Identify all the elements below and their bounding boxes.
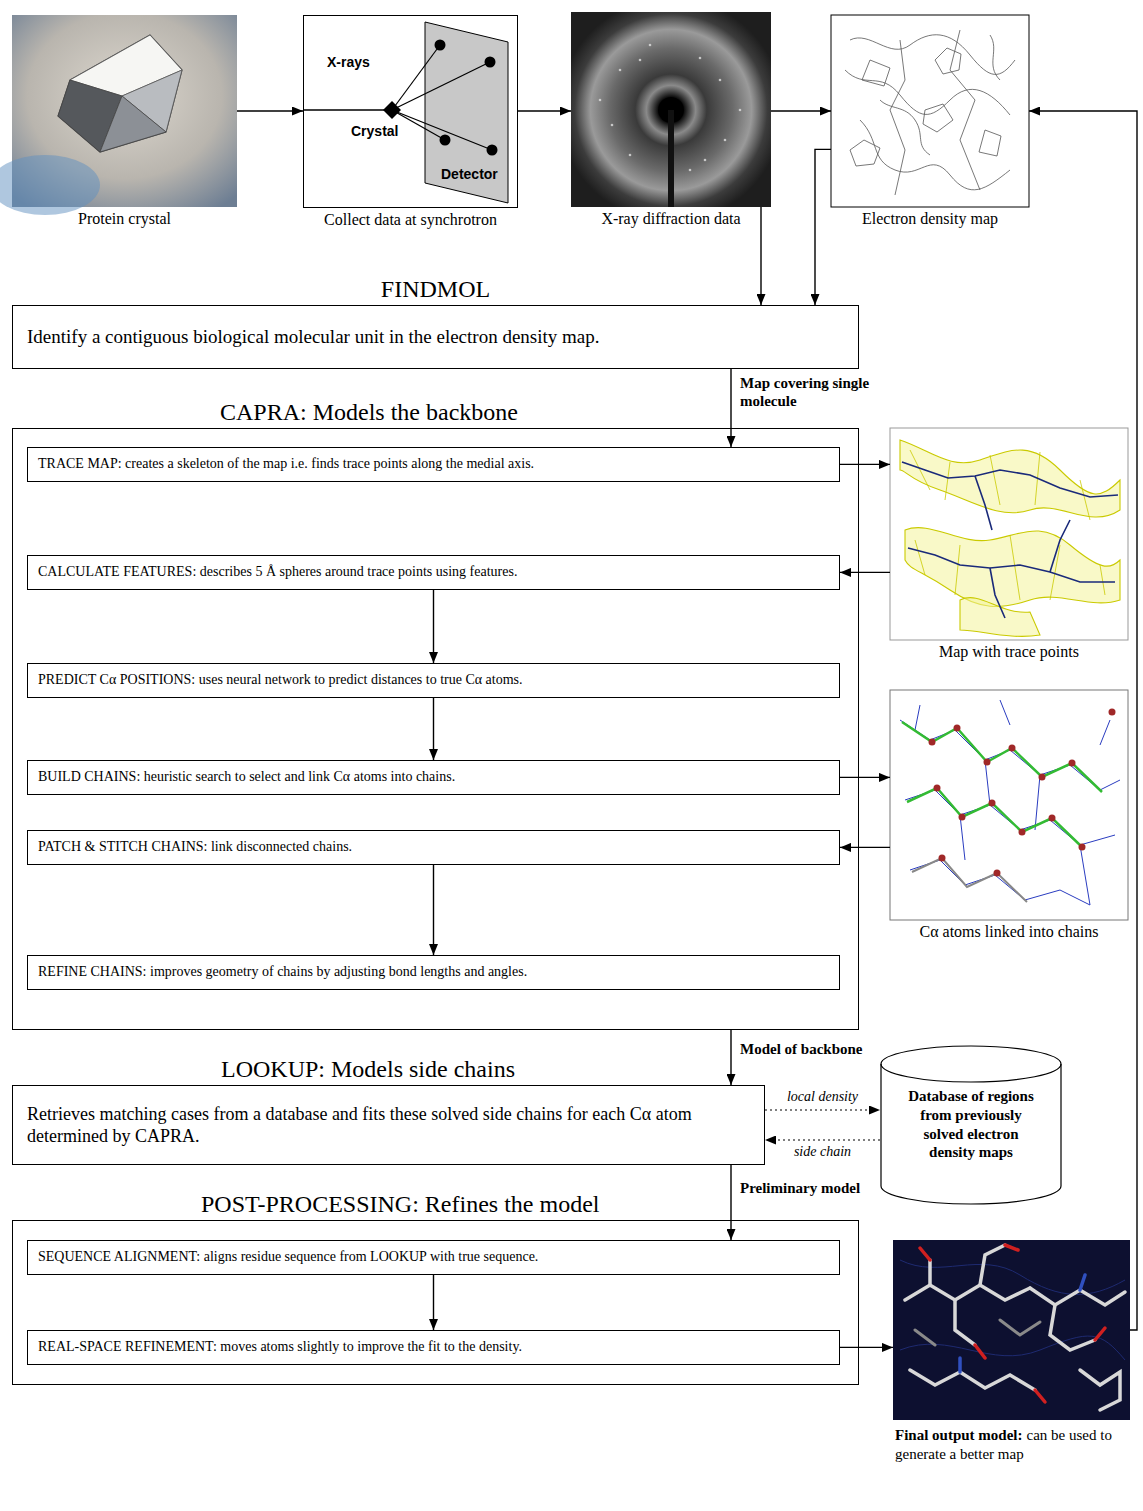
box-text: Identify a contiguous biological molecul… (27, 325, 600, 349)
process-box: REAL-SPACE REFINEMENT: moves atoms sligh… (27, 1330, 840, 1365)
process-box: PREDICT Cα POSITIONS: uses neural networ… (27, 663, 840, 698)
process-box: SEQUENCE ALIGNMENT: aligns residue seque… (27, 1240, 840, 1275)
process-box: BUILD CHAINS: heuristic search to select… (27, 760, 840, 795)
findmol-box: FINDMOLIdentify a contiguous biological … (12, 305, 859, 369)
flow-arrow (730, 1030, 731, 1085)
box-text: BUILD CHAINS: heuristic search to select… (38, 768, 829, 787)
box-text: Retrieves matching cases from a database… (27, 1103, 750, 1148)
box-text: REAL-SPACE REFINEMENT: moves atoms sligh… (38, 1338, 829, 1357)
image-caption: Electron density map (862, 210, 998, 228)
trace-map-art (890, 428, 1128, 640)
edge-label: side chain (792, 1144, 853, 1161)
density-map-image: Electron density map (831, 15, 1029, 207)
density-map-art (831, 15, 1029, 207)
flow-arrow (840, 1347, 893, 1348)
process-box: CALCULATE FEATURES: describes 5 Å sphere… (27, 555, 840, 590)
cylinder-body (881, 1046, 1061, 1204)
box-text: PREDICT Cα POSITIONS: uses neural networ… (38, 671, 829, 690)
flow-arrow (771, 110, 831, 111)
trace-map-image: Map with trace points (890, 428, 1128, 640)
dotted-arrow (765, 1139, 880, 1140)
process-box: TRACE MAP: creates a skeleton of the map… (27, 447, 840, 482)
box-text: SEQUENCE ALIGNMENT: aligns residue seque… (38, 1248, 829, 1267)
flow-arrow (237, 110, 303, 111)
final-model-art (893, 1240, 1130, 1420)
cylinder-lid (881, 1064, 1061, 1082)
flow-arrow (840, 777, 890, 778)
flow-arrow (433, 1275, 434, 1330)
flow-arrow (730, 1165, 731, 1240)
image-caption: X-ray diffraction data (601, 210, 740, 228)
database-cylinder: Database of regions from previously solv… (880, 1045, 1062, 1205)
edge-label: Preliminary model (738, 1179, 862, 1197)
box-text: TRACE MAP: creates a skeleton of the map… (38, 455, 829, 474)
database-text: Database of regions from previously solv… (880, 1087, 1062, 1162)
caption-heading: Final output model: (895, 1427, 1023, 1443)
cylinder-outline (880, 1045, 1062, 1205)
flow-arrow (840, 847, 890, 848)
image-caption: Collect data at synchrotron (324, 211, 497, 229)
flow-arrow (840, 464, 890, 465)
image-caption: Map with trace points (939, 643, 1079, 661)
lookup-box: LOOKUP: Models side chainsRetrieves matc… (12, 1085, 765, 1165)
flow-arrow (433, 698, 434, 760)
synchrotron-schematic (304, 22, 508, 203)
flow-arrow (840, 572, 890, 573)
crystal-photo: Protein crystal (12, 15, 237, 207)
diffraction-image: X-ray diffraction data (571, 12, 771, 207)
box-text: CALCULATE FEATURES: describes 5 Å sphere… (38, 563, 829, 582)
diagram-label: Crystal (351, 123, 398, 139)
crystal-photo-art (0, 15, 237, 215)
process-box: REFINE CHAINS: improves geometry of chai… (27, 955, 840, 990)
flow-arrow (518, 110, 571, 111)
flow-arrow (433, 865, 434, 955)
stage-title: CAPRA: Models the backbone (220, 399, 518, 426)
image-caption: Protein crystal (78, 210, 171, 228)
image-caption: Cα atoms linked into chains (919, 923, 1098, 941)
diagram-label: Detector (441, 166, 498, 182)
box-text: REFINE CHAINS: improves geometry of chai… (38, 963, 829, 982)
diagram-label: X-rays (327, 54, 370, 70)
edge-label: Model of backbone (738, 1040, 865, 1058)
final-caption: Final output model:can be used to genera… (895, 1426, 1140, 1464)
dotted-arrow (765, 1109, 880, 1110)
box-text: PATCH & STITCH CHAINS: link disconnected… (38, 838, 829, 857)
process-box: PATCH & STITCH CHAINS: link disconnected… (27, 830, 840, 865)
diffraction-pattern (571, 12, 771, 207)
flow-arrow (760, 207, 761, 305)
edge-label: Map covering single molecule (738, 374, 892, 410)
flow-arrow (815, 149, 831, 305)
stage-title: POST-PROCESSING: Refines the model (201, 1191, 599, 1218)
flow-arrow (433, 590, 434, 663)
chain-art (890, 690, 1128, 920)
synchrotron-panel: X-raysCrystalDetectorCollect data at syn… (303, 15, 518, 208)
stage-title: LOOKUP: Models side chains (221, 1056, 515, 1083)
flow-arrow (730, 369, 731, 447)
edge-label: local density (785, 1089, 860, 1106)
capra-group: CAPRA: Models the backboneTRACE MAP: cre… (12, 428, 859, 1030)
stage-title: FINDMOL (13, 276, 858, 303)
chain-image: Cα atoms linked into chains (890, 690, 1128, 920)
final-model-image: Final output model:can be used to genera… (893, 1240, 1130, 1420)
postprocessing-group: POST-PROCESSING: Refines the modelSEQUEN… (12, 1220, 859, 1385)
